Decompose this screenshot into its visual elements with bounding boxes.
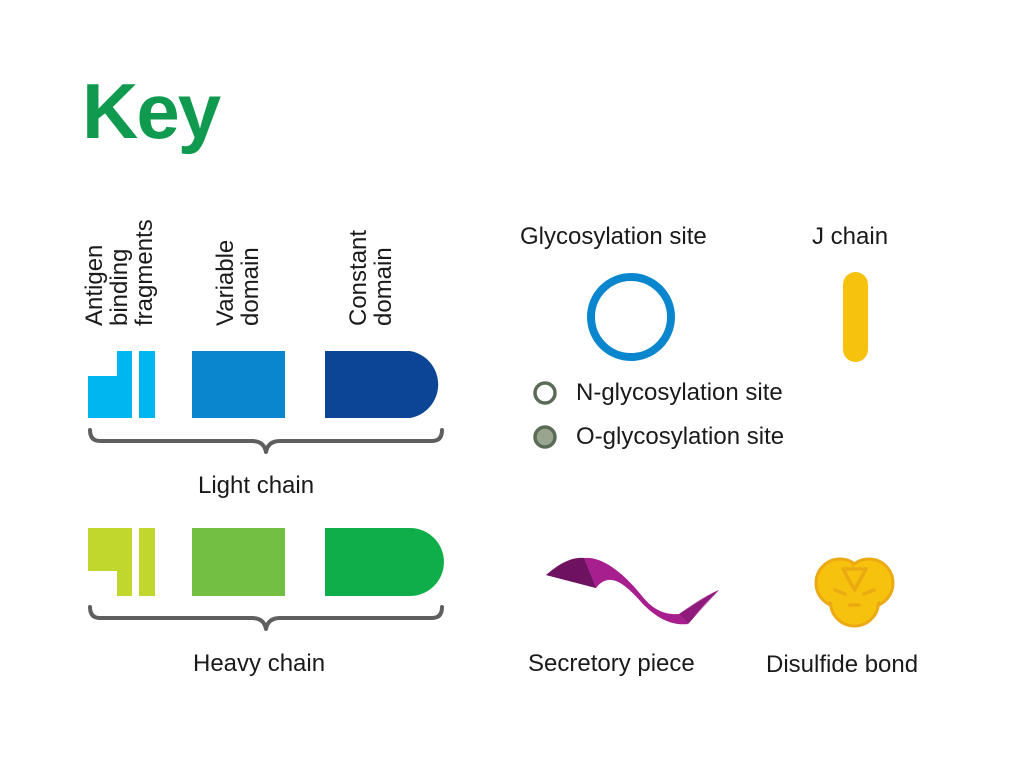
heavy-fab-shape bbox=[88, 528, 132, 596]
secretory-piece-icon bbox=[546, 557, 719, 625]
glycosylation-site-icon bbox=[587, 273, 675, 361]
heavy-fab-bar bbox=[139, 528, 155, 596]
heavy-constant-domain bbox=[325, 528, 444, 596]
j-chain-icon bbox=[843, 272, 868, 362]
disulfide-bond-icon bbox=[814, 557, 895, 628]
o-glycosylation-icon bbox=[533, 425, 557, 449]
glycosylation-site-label: Glycosylation site bbox=[520, 223, 707, 250]
heavy-chain-brace bbox=[88, 605, 444, 631]
secretory-piece-label: Secretory piece bbox=[528, 650, 695, 677]
light-fab-bar bbox=[139, 351, 155, 418]
light-fab-shape bbox=[88, 351, 132, 418]
heavy-chain-label: Heavy chain bbox=[193, 650, 326, 677]
j-chain-label: J chain bbox=[812, 223, 889, 250]
light-variable-domain bbox=[192, 351, 285, 418]
light-chain-brace bbox=[88, 428, 444, 454]
heavy-chain-domains bbox=[88, 528, 444, 596]
disulfide-bond-label: Disulfide bond bbox=[766, 651, 919, 678]
light-constant-domain bbox=[325, 351, 439, 418]
o-glycosylation-label: O-glycosylation site bbox=[576, 423, 785, 450]
key-title: Key bbox=[82, 67, 221, 155]
light-chain-domains bbox=[88, 351, 439, 418]
heavy-variable-domain bbox=[192, 528, 285, 596]
n-glycosylation-icon bbox=[533, 381, 557, 405]
light-chain-label: Light chain bbox=[198, 472, 315, 499]
n-glycosylation-label: N-glycosylation site bbox=[576, 379, 783, 406]
